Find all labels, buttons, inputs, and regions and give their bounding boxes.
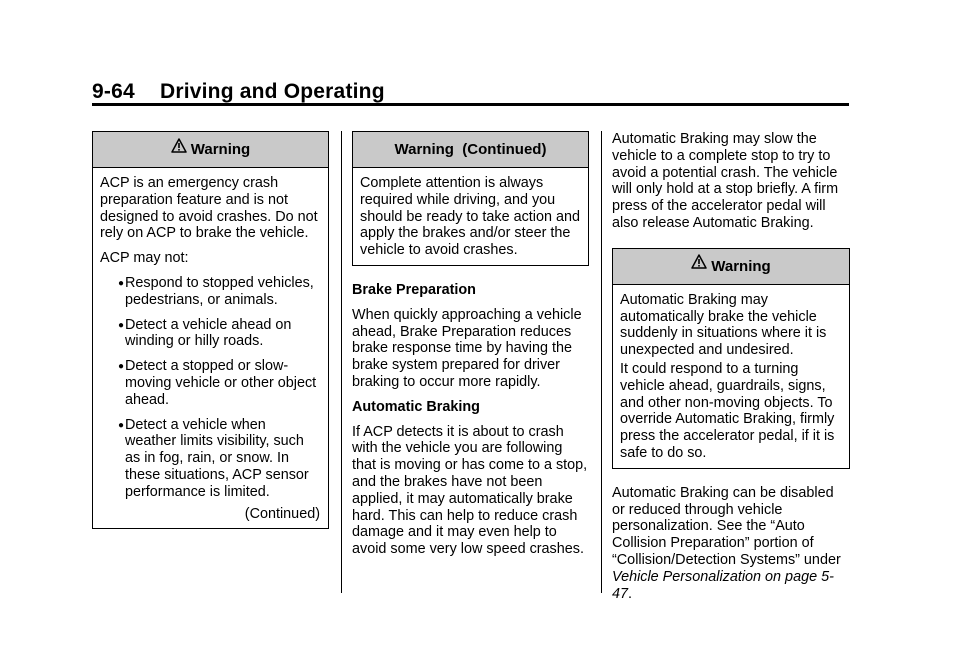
list-item: ●Detect a stopped or slow-moving vehicle… (118, 358, 317, 408)
paragraph-automatic-braking: If ACP detects it is about to crash with… (352, 423, 588, 558)
page-header: 9-64 Driving and Operating (92, 80, 385, 104)
warning-text: Complete attention is always required wh… (360, 175, 581, 259)
warning-title: Warning (Continued) (394, 141, 547, 158)
warning-triangle-icon (691, 247, 708, 282)
bullet-icon: ● (118, 319, 125, 331)
column-divider-2 (601, 131, 602, 593)
list-item: ●Respond to stopped vehicles, pedestrian… (118, 274, 314, 308)
warning-box-header: Warning (613, 247, 849, 285)
warning-box-header: Warning (Continued) (353, 132, 588, 168)
warning-text-1: Automatic Braking may automatically brak… (620, 291, 827, 359)
column-2: Warning (Continued) Complete attention i… (352, 131, 589, 566)
bullet-icon: ● (118, 277, 125, 289)
cross-reference-link[interactable]: Vehicle Personalization on page 5-47 (612, 568, 834, 602)
warning-box-acp: Warning ACP is an emergency crash prepar… (92, 131, 329, 530)
warning-intro: ACP is an emergency crash preparation fe… (100, 175, 318, 242)
heading-automatic-braking: Automatic Braking (352, 398, 480, 415)
paragraph-personalization: Automatic Braking can be disabled or red… (612, 484, 841, 602)
warning-box-body: Complete attention is always required wh… (353, 168, 588, 265)
warning-box-header: Warning (93, 132, 328, 168)
heading-brake-preparation: Brake Preparation (352, 281, 476, 298)
warning-box-continued: Warning (Continued) Complete attention i… (352, 131, 589, 266)
continued-label: (Continued) (244, 505, 320, 522)
list-item: ●Detect a vehicle when weather limits vi… (118, 416, 309, 500)
warning-may-not: ACP may not: (100, 250, 189, 267)
warning-title: Warning (190, 141, 251, 158)
paragraph-brake-preparation: When quickly approaching a vehicle ahead… (352, 306, 582, 390)
column-1: Warning ACP is an emergency crash prepar… (92, 131, 329, 530)
warning-text-2: It could respond to a turning vehicle ah… (620, 360, 835, 461)
warning-box-body: ACP is an emergency crash preparation fe… (93, 168, 328, 528)
paragraph-automatic-braking-stop: Automatic Braking may slow the vehicle t… (612, 131, 839, 231)
column-3: Automatic Braking may slow the vehicle t… (612, 131, 850, 610)
header-rule (92, 103, 849, 106)
warning-title: Warning (711, 257, 771, 275)
list-item: ●Detect a vehicle ahead on winding or hi… (118, 316, 292, 350)
bullet-icon: ● (118, 361, 125, 373)
section-title: Driving and Operating (160, 80, 385, 103)
column-divider-1 (341, 131, 342, 593)
warning-triangle-icon (171, 131, 187, 166)
warning-box-automatic-braking: Warning Automatic Braking may automatica… (612, 247, 850, 469)
page-number: 9-64 (92, 80, 135, 103)
bullet-icon: ● (118, 419, 125, 431)
warning-box-body: Automatic Braking may automatically brak… (613, 285, 849, 468)
